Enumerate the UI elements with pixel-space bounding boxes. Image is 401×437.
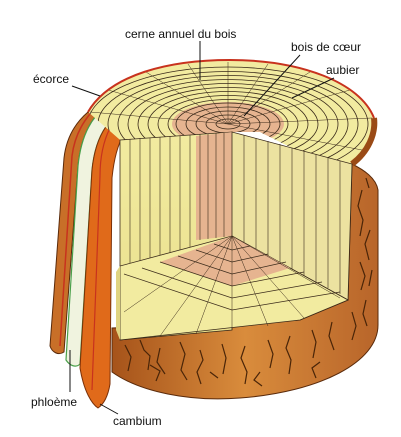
label-cambium: cambium <box>113 414 162 428</box>
bark-body <box>111 163 379 400</box>
label-phloem: phloème <box>31 395 77 409</box>
label-annual-ring: cerne annuel du bois <box>125 27 236 41</box>
label-sapwood: aubier <box>326 63 359 77</box>
label-bark: écorce <box>33 72 69 86</box>
leader-cambium <box>99 403 119 415</box>
lower-step <box>116 235 349 341</box>
labels: cerne annuel du bois bois de cœur aubier… <box>31 27 361 428</box>
leader-sapwood <box>291 77 335 99</box>
bark-cracks <box>124 177 373 387</box>
top-rim-outline <box>87 58 375 119</box>
bark-rim-right <box>350 117 378 167</box>
rays-top <box>89 62 373 151</box>
leader-bark <box>71 85 101 97</box>
leader-heartwood <box>243 54 301 117</box>
rays-step <box>123 235 341 337</box>
label-heartwood: bois de cœur <box>291 40 361 54</box>
grain-right <box>243 135 341 294</box>
cambium-layer <box>79 123 125 409</box>
